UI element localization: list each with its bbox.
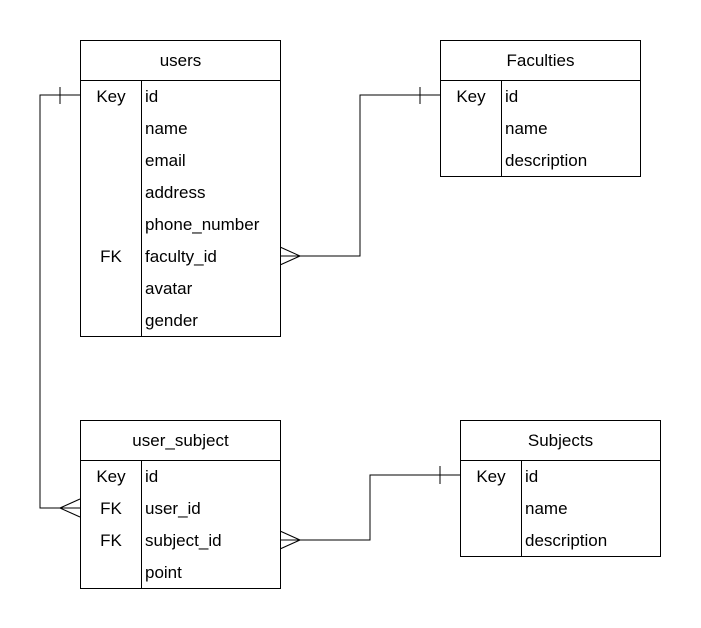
field-name: subject_id	[145, 531, 222, 550]
key-marker: Key	[456, 87, 486, 106]
field-name: name	[505, 119, 548, 138]
field-name: id	[525, 467, 539, 486]
attribute-row: name	[461, 493, 660, 525]
column-divider	[141, 81, 142, 337]
field-name: name	[525, 499, 568, 518]
field-name: email	[145, 151, 186, 170]
attribute-row: description	[461, 525, 660, 557]
field-name: point	[145, 563, 182, 582]
field-name: id	[505, 87, 519, 106]
field-name: faculty_id	[145, 247, 217, 266]
key-marker: FK	[100, 531, 122, 550]
attribute-row: name	[441, 113, 640, 145]
key-marker: Key	[96, 87, 126, 106]
attribute-row: point	[81, 557, 280, 589]
key-marker: FK	[100, 247, 122, 266]
key-marker: Key	[96, 467, 126, 486]
attribute-row: FK faculty_id	[81, 241, 280, 273]
connector-user-subject-subjects	[279, 466, 460, 550]
field-name: description	[505, 151, 588, 170]
attribute-row: email	[81, 145, 280, 177]
entity-title: user_subject	[81, 421, 280, 461]
field-name: user_id	[145, 499, 201, 518]
attribute-row: address	[81, 177, 280, 209]
column-divider	[521, 461, 522, 557]
field-name: id	[145, 467, 159, 486]
field-name: avatar	[145, 279, 193, 298]
field-name: gender	[145, 311, 198, 330]
attribute-row: description	[441, 145, 640, 177]
field-name: description	[525, 531, 608, 550]
field-name: phone_number	[145, 215, 260, 234]
attribute-row: FK user_id	[81, 493, 280, 525]
field-name: id	[145, 87, 159, 106]
connector-users-faculties	[279, 87, 440, 266]
attribute-row: gender	[81, 305, 280, 337]
connector-users-user-subject	[39, 87, 81, 518]
key-marker: FK	[100, 499, 122, 518]
entity-title: users	[81, 41, 280, 81]
entity-title: Subjects	[461, 421, 660, 461]
entity-title: Faculties	[441, 41, 640, 81]
attribute-row: FK subject_id	[81, 525, 280, 557]
key-marker: Key	[476, 467, 506, 486]
attribute-row: phone_number	[81, 209, 280, 241]
field-name: name	[145, 119, 188, 138]
field-name: address	[145, 183, 206, 202]
attribute-row: avatar	[81, 273, 280, 305]
column-divider	[501, 81, 502, 177]
attribute-row: name	[81, 113, 280, 145]
column-divider	[141, 461, 142, 589]
